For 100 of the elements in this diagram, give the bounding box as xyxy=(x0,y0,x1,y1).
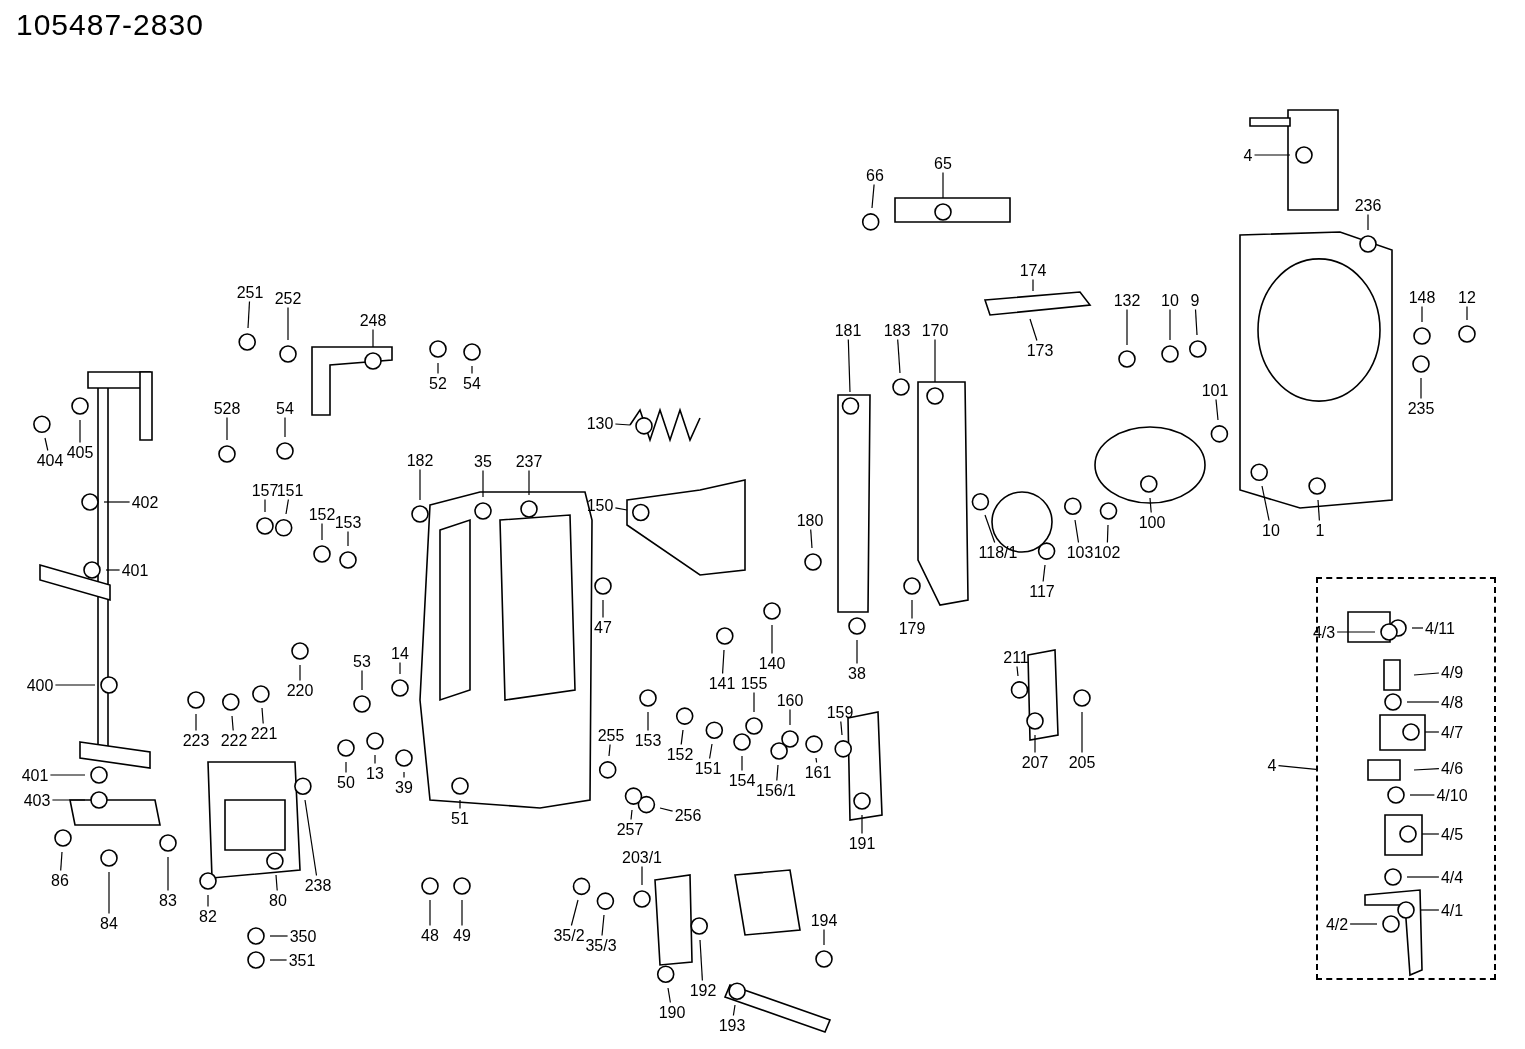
callout-number: 54 xyxy=(275,399,295,417)
callout-number: 4/1 xyxy=(1439,901,1465,919)
leader-line xyxy=(753,691,755,713)
callout-number: 192 xyxy=(688,981,718,999)
leader-line xyxy=(285,498,289,515)
callout-number: 154 xyxy=(727,771,757,789)
callout-number: 181 xyxy=(833,321,863,339)
callout-number: 101 xyxy=(1200,381,1230,399)
leader-line xyxy=(167,856,169,892)
leader-line xyxy=(942,171,944,199)
leader-line xyxy=(1042,564,1046,583)
leader-line xyxy=(659,807,674,812)
callout-number: 4 xyxy=(1242,146,1254,164)
callout-number: 9 xyxy=(1189,291,1201,309)
leader-line xyxy=(51,799,86,801)
callout-number: 80 xyxy=(268,891,288,909)
leader-line xyxy=(1406,701,1440,703)
leader-line xyxy=(641,865,643,886)
leader-line xyxy=(299,664,301,682)
leader-line xyxy=(269,959,288,961)
leader-line xyxy=(810,528,813,549)
callout-number: 237 xyxy=(514,452,544,470)
callout-number: 132 xyxy=(1112,291,1142,309)
callout-number: 39 xyxy=(394,778,414,796)
callout-number: 148 xyxy=(1407,288,1437,306)
leader-line xyxy=(861,814,863,835)
leader-line xyxy=(614,507,628,511)
callout-number: 14 xyxy=(390,644,410,662)
leader-line xyxy=(304,799,318,877)
leader-line xyxy=(570,899,579,927)
leader-line xyxy=(361,669,363,691)
callout-number: 351 xyxy=(287,951,317,969)
leader-line xyxy=(1034,734,1036,754)
leader-line xyxy=(1409,794,1435,796)
leader-line xyxy=(372,328,374,348)
callout-number: 160 xyxy=(775,691,805,709)
callout-number: 84 xyxy=(99,914,119,932)
callout-number: 211 xyxy=(1002,648,1030,666)
callout-number: 13 xyxy=(365,764,385,782)
callout-number: 4/4 xyxy=(1439,868,1465,886)
leader-line xyxy=(103,501,131,503)
callout-number: 4/10 xyxy=(1435,786,1469,804)
leader-line xyxy=(437,362,439,375)
callout-number: 4/9 xyxy=(1439,663,1465,681)
leader-line xyxy=(1336,631,1376,633)
leader-line xyxy=(403,771,405,779)
leader-line xyxy=(1081,711,1083,754)
leader-line xyxy=(49,774,86,776)
leader-line xyxy=(482,469,484,498)
callout-number: 4/7 xyxy=(1439,723,1465,741)
leader-line xyxy=(345,761,347,774)
callout-number: 248 xyxy=(358,311,388,329)
callout-number: 159 xyxy=(825,703,855,721)
leader-line xyxy=(1349,923,1378,925)
leader-line xyxy=(630,809,633,821)
leader-line xyxy=(247,300,251,329)
callout-number: 118/1 xyxy=(977,543,1019,561)
callout-number: 404 xyxy=(35,451,65,469)
leader-line xyxy=(602,599,604,619)
leader-line xyxy=(44,437,49,452)
leader-line xyxy=(1169,308,1171,341)
callout-number: 10 xyxy=(1160,291,1180,309)
leader-line xyxy=(419,468,421,501)
callout-number: 47 xyxy=(593,618,613,636)
callout-number: 401 xyxy=(120,561,150,579)
callout-number: 35/3 xyxy=(584,936,618,954)
leader-line xyxy=(1466,305,1468,321)
callout-number: 182 xyxy=(405,451,435,469)
callout-number: 35/2 xyxy=(552,926,586,944)
leader-line xyxy=(709,743,713,760)
callout-number: 405 xyxy=(65,443,95,461)
leader-line xyxy=(771,624,773,655)
leader-line xyxy=(79,419,81,444)
leader-line xyxy=(399,661,401,675)
callout-number: 65 xyxy=(933,154,953,172)
leader-line xyxy=(105,569,121,571)
leader-line xyxy=(459,799,461,810)
leader-line xyxy=(54,684,96,686)
callout-number: 53 xyxy=(352,652,372,670)
callout-number: 223 xyxy=(181,731,211,749)
callout-number: 102 xyxy=(1092,543,1122,561)
leader-line xyxy=(1106,524,1109,544)
leader-line xyxy=(815,757,818,764)
leader-line xyxy=(1421,833,1440,835)
callout-number: 257 xyxy=(615,820,645,838)
callout-number: 170 xyxy=(920,321,950,339)
callout-number: 4/2 xyxy=(1324,915,1350,933)
leader-line xyxy=(911,599,913,620)
leader-line xyxy=(847,338,851,393)
callout-number: 528 xyxy=(212,399,242,417)
callout-number: 207 xyxy=(1020,753,1050,771)
leader-line xyxy=(1016,665,1019,677)
leader-line xyxy=(207,894,209,908)
leader-line xyxy=(1411,627,1424,629)
callout-number: 49 xyxy=(452,926,472,944)
diagram-title: 105487-2830 xyxy=(16,8,204,42)
callout-number: 179 xyxy=(897,619,927,637)
leader-line xyxy=(823,928,825,946)
leader-line xyxy=(1413,768,1440,771)
leader-line xyxy=(608,743,611,757)
